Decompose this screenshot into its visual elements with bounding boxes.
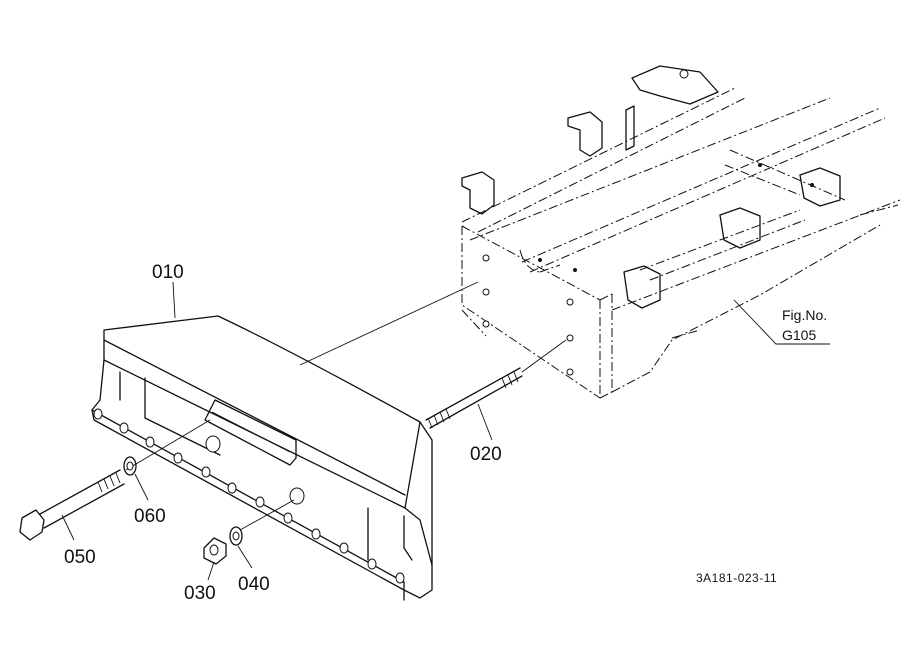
frame-phantom-outline xyxy=(461,87,901,399)
callout-030: 030 xyxy=(184,583,216,604)
figure-reference-number: G105 xyxy=(782,327,816,343)
front-support-bracket xyxy=(91,315,433,601)
hex-bolt xyxy=(19,419,211,541)
figure-reference-label: Fig.No. xyxy=(782,307,827,323)
leader-lines xyxy=(61,281,830,581)
stud-bolt xyxy=(425,339,567,429)
nut-030 xyxy=(203,537,227,565)
alignment-line xyxy=(299,281,479,366)
callout-020: 020 xyxy=(470,444,502,465)
frame-brackets xyxy=(461,65,841,309)
callout-010: 010 xyxy=(152,262,184,283)
nut-alignment-line xyxy=(239,499,295,531)
lock-washer-060 xyxy=(123,456,137,476)
frame-holes xyxy=(482,163,814,376)
drawing-code: 3A181-023-11 xyxy=(696,571,777,585)
callout-050: 050 xyxy=(64,547,96,568)
callout-060: 060 xyxy=(134,506,166,527)
lock-washer-040 xyxy=(229,526,243,546)
callout-040: 040 xyxy=(238,574,270,595)
